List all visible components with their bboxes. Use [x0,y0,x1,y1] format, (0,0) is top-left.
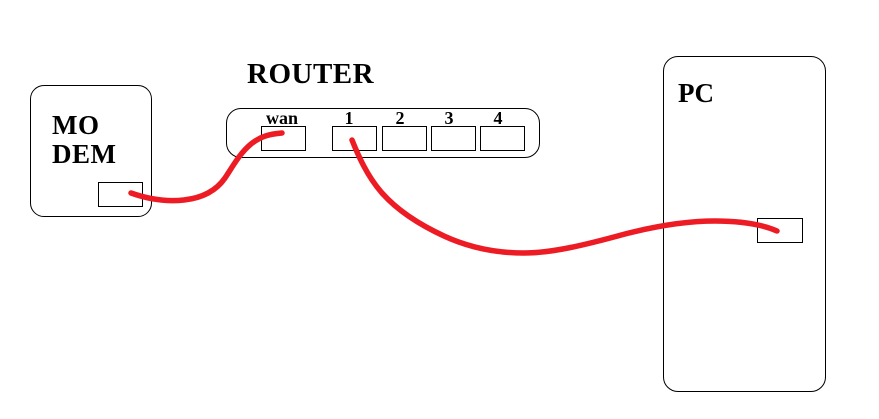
router-port-4 [480,126,525,151]
modem-box: MO DEM [30,85,152,217]
router-port-1 [332,126,377,151]
router-port-label-3: 3 [444,108,454,128]
router-port-label-wan: wan [265,108,298,128]
pc-label: PC [678,78,714,108]
router-port-3 [431,126,476,151]
modem-label-line2: DEM [52,139,117,169]
modem-label: MO DEM [52,111,117,169]
router-port-2 [382,126,427,151]
router-box: wan 1 2 3 4 [226,108,540,158]
router-title: ROUTER [247,58,375,90]
pc-port [757,218,803,243]
modem-label-line1: MO [52,110,100,140]
router-port-label-2: 2 [395,108,405,128]
pc-box: PC [663,56,826,392]
modem-port [98,182,143,207]
router-port-label-4: 4 [493,108,503,128]
router-wan-port [261,126,306,151]
router-port-label-1: 1 [344,108,354,128]
